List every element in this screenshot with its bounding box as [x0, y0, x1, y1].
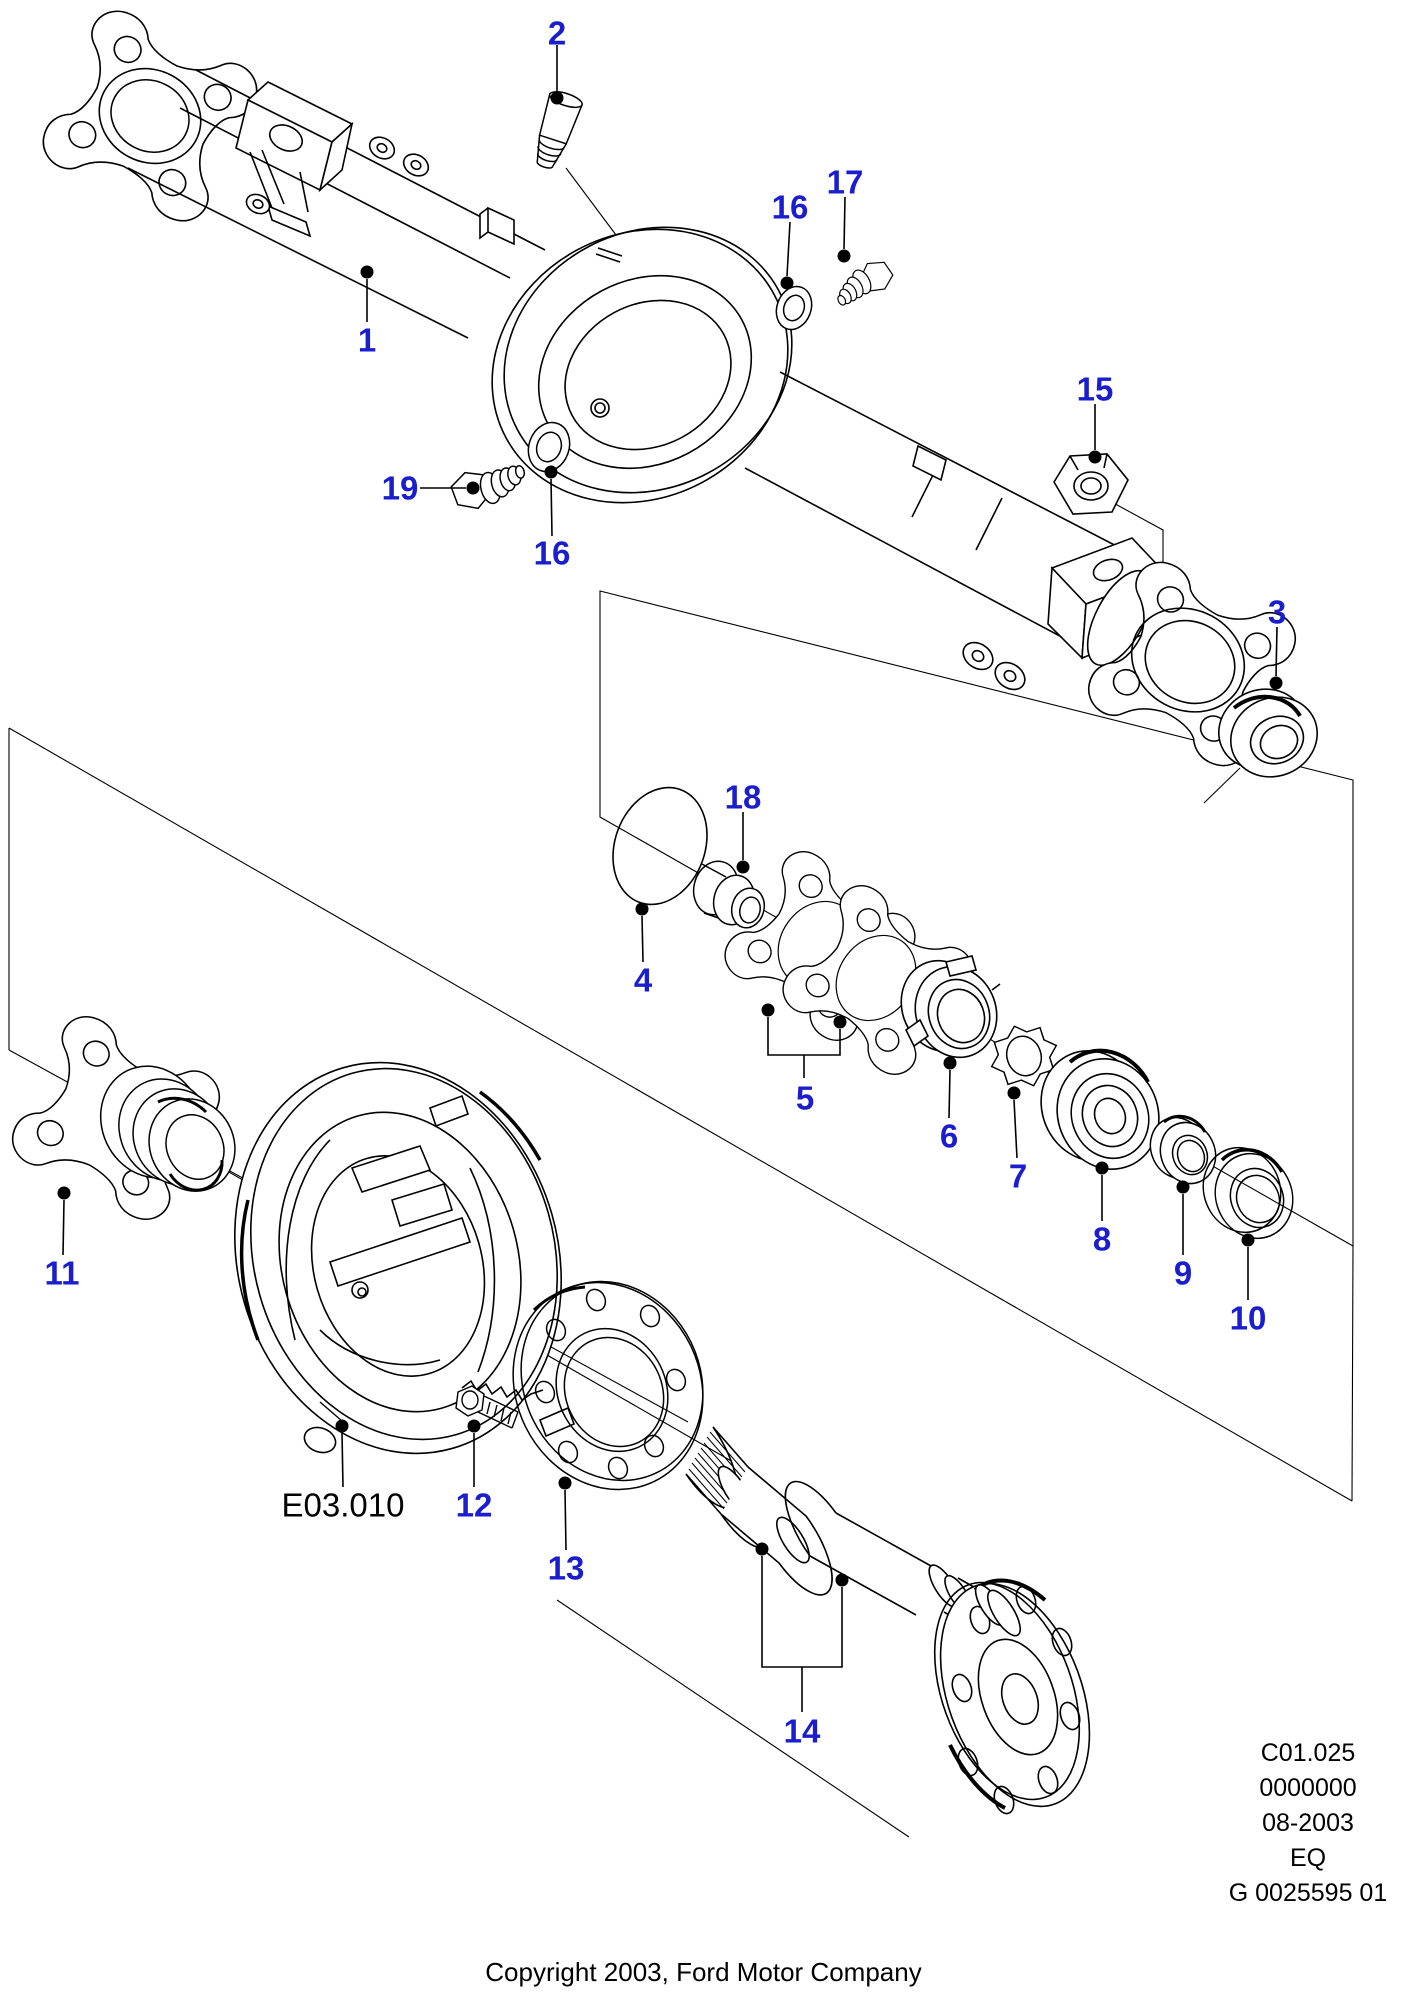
callout-5: 5 — [795, 1079, 815, 1117]
info-drawing-number: G 0025595 01 — [1228, 1879, 1388, 1907]
callout-13: 13 — [547, 1549, 585, 1587]
callout-4: 4 — [633, 961, 653, 999]
wheel-hub — [0, 1000, 236, 1236]
info-market-code: EQ — [1289, 1844, 1327, 1872]
callout-1: 1 — [357, 321, 377, 359]
info-serial: 0000000 — [1259, 1774, 1357, 1802]
sealing-washers — [527, 285, 813, 473]
reference-label-e03-010: E03.010 — [281, 1486, 405, 1524]
axle-shaft — [685, 1426, 1091, 1815]
callout-9: 9 — [1173, 1254, 1193, 1292]
callout-16-lower: 16 — [533, 534, 571, 572]
housing-ear-tabs — [245, 136, 430, 215]
drawing-info-block: C01.025 0000000 08-2003 EQ G 0025595 01 — [1218, 1736, 1398, 1911]
retainer-bolt — [455, 1385, 519, 1429]
drain-plug — [447, 457, 531, 515]
callout-2: 2 — [547, 14, 567, 52]
leader-lines — [62, 45, 1278, 1712]
callout-7: 7 — [1008, 1157, 1028, 1195]
info-catalog-code: C01.025 — [1260, 1739, 1356, 1767]
callout-11: 11 — [44, 1254, 80, 1292]
callout-10: 10 — [1229, 1299, 1267, 1337]
brake-backing-plate — [234, 1061, 576, 1455]
filler-plug — [536, 91, 584, 169]
callout-8: 8 — [1092, 1220, 1112, 1258]
callout-18: 18 — [724, 778, 762, 816]
axle-shaft-bearing — [1217, 688, 1319, 778]
callout-12: 12 — [455, 1486, 493, 1524]
bearing-retainer-ring — [512, 1280, 704, 1491]
callout-6: 6 — [939, 1117, 959, 1155]
callout-3: 3 — [1267, 593, 1287, 631]
lock-washer — [990, 1025, 1058, 1087]
oil-seal — [1202, 1146, 1294, 1240]
callout-15: 15 — [1076, 370, 1114, 408]
callout-14: 14 — [783, 1712, 821, 1750]
info-date: 08-2003 — [1262, 1809, 1354, 1837]
gasket-ring — [612, 786, 708, 906]
spacer-bushing — [692, 860, 766, 929]
callout-16-upper: 16 — [771, 188, 809, 226]
axle-nut — [1053, 453, 1129, 515]
wheel-bearing — [1040, 1048, 1160, 1170]
axle-housing-drawing — [26, 0, 1312, 782]
spacer-ring — [1149, 1114, 1217, 1185]
callout-dots — [57, 91, 1283, 1587]
bearing-locknut — [900, 955, 1001, 1059]
callout-19: 19 — [381, 469, 419, 507]
copyright-notice: Copyright 2003, Ford Motor Company — [485, 1957, 922, 1987]
breather-plug — [828, 254, 898, 312]
callout-17: 17 — [826, 163, 864, 201]
